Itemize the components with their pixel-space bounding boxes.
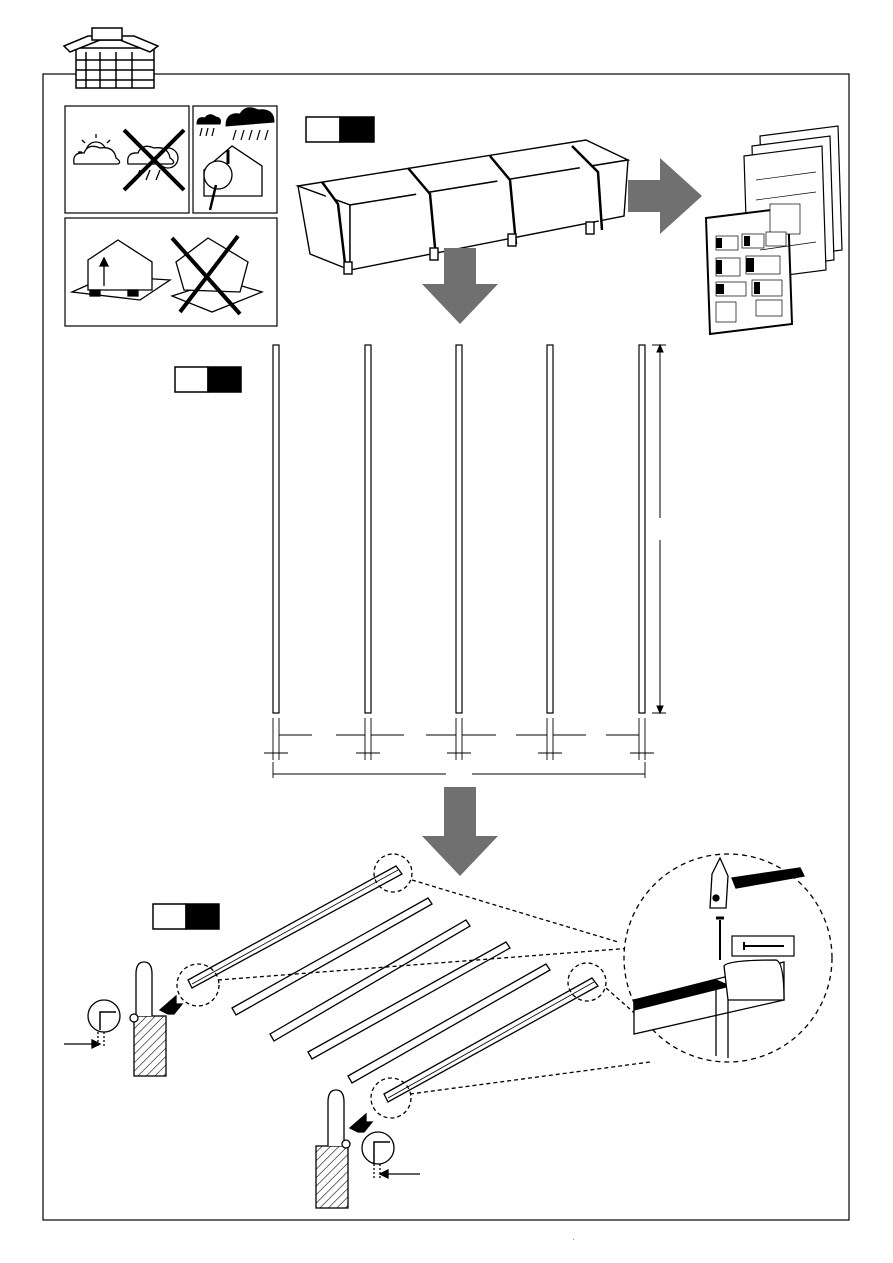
nailing-detail bbox=[624, 854, 832, 1062]
step-3-badge bbox=[153, 904, 219, 929]
step-2-badge bbox=[175, 367, 241, 392]
arrow-down-2 bbox=[422, 787, 498, 876]
joist-profile-left bbox=[64, 962, 182, 1076]
weather-good-panel bbox=[65, 106, 189, 213]
beam bbox=[365, 345, 371, 713]
beam bbox=[273, 345, 279, 713]
joist-profile-bottom bbox=[316, 1090, 420, 1208]
nail-spec-box bbox=[732, 936, 794, 956]
foundation-panel bbox=[65, 218, 277, 326]
arrow-right bbox=[628, 158, 702, 234]
shed-icon bbox=[64, 28, 158, 88]
step-1-badge bbox=[306, 117, 374, 142]
moisture-panel bbox=[193, 106, 277, 213]
instruction-manual-icon bbox=[706, 126, 842, 334]
beam bbox=[547, 345, 553, 713]
spacing-dimensions bbox=[264, 718, 654, 778]
beam bbox=[456, 345, 462, 713]
beam-layout bbox=[273, 345, 645, 713]
length-dimension bbox=[652, 345, 666, 713]
floor-joists bbox=[188, 866, 598, 1102]
beam bbox=[639, 345, 645, 713]
footer-dot: . bbox=[572, 1232, 575, 1243]
